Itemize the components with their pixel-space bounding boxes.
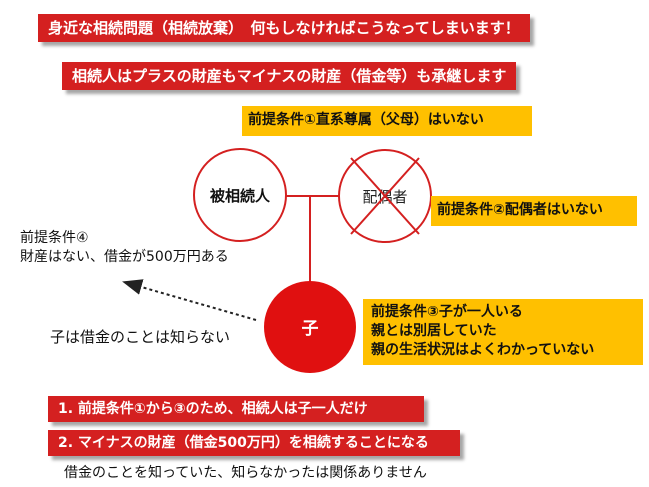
condition-4-text: 財産はない、借金が500万円ある	[20, 249, 229, 265]
child-node	[264, 281, 356, 373]
headline-text: 身近な相続問題（相続放棄） 何もしなければこうなってしまいます！	[48, 19, 520, 37]
dotted-arrow	[122, 279, 257, 321]
subheadline-text: 相続人はプラスの財産もマイナスの財産（借金等）も承継します	[72, 67, 507, 85]
subheadline-banner: 相続人はプラスの財産もマイナスの財産（借金等）も承継します	[62, 62, 517, 90]
deceased-label: 被相続人	[210, 187, 271, 205]
conclusion-1-text: 1. 前提条件①から③のため、相続人は子一人だけ	[58, 401, 368, 417]
conclusion-2-text: 2. マイナスの財産（借金500万円）を相続することになる	[58, 435, 429, 451]
headline-banner: 身近な相続問題（相続放棄） 何もしなければこうなってしまいます！	[38, 14, 530, 42]
child-label: 子	[302, 319, 319, 339]
condition-4-title: 前提条件④	[20, 230, 89, 246]
condition-3-line-3: 親の生活状況はよくわかっていない	[371, 342, 595, 358]
child-note: 子は借金のことは知らない	[50, 328, 231, 346]
condition-2-box: 前提条件②配偶者はいない	[431, 196, 637, 226]
condition-3-line-2: 親とは別居していた	[371, 323, 497, 339]
spouse-cross-b	[350, 157, 420, 235]
condition-3-line-1: 前提条件③子が一人いる	[371, 304, 523, 320]
conclusion-2-banner: 2. マイナスの財産（借金500万円）を相続することになる	[48, 430, 460, 456]
condition-1-box: 前提条件①直系尊属（父母）はいない	[242, 106, 532, 136]
condition-1-text: 前提条件①直系尊属（父母）はいない	[248, 112, 484, 128]
condition-3-box: 前提条件③子が一人いる 親とは別居していた 親の生活状況はよくわかっていない	[363, 299, 643, 365]
condition-2-text: 前提条件②配偶者はいない	[437, 202, 603, 218]
conclusion-1-banner: 1. 前提条件①から③のため、相続人は子一人だけ	[48, 396, 424, 422]
footer-note: 借金のことを知っていた、知らなかったは関係ありません	[64, 465, 427, 481]
deceased-node	[193, 148, 287, 242]
